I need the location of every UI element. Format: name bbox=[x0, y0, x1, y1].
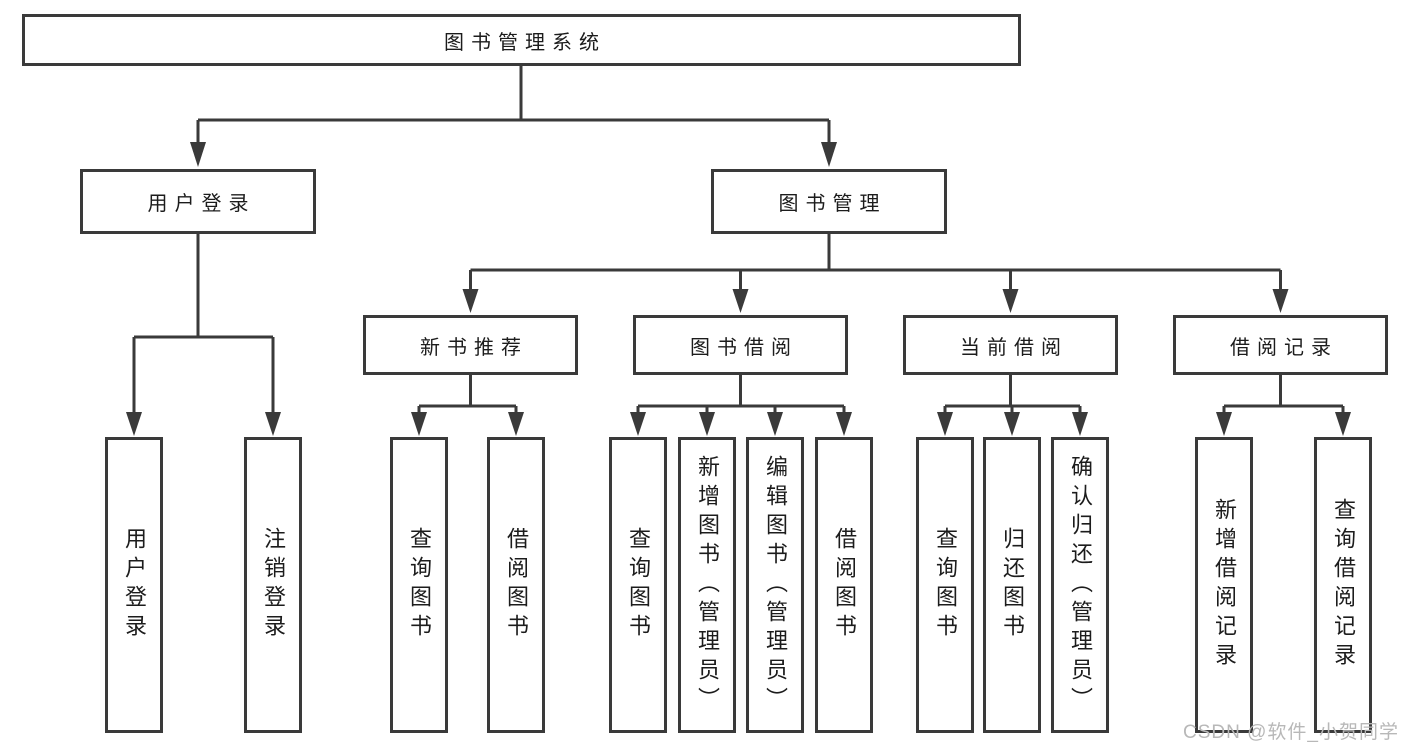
node-book-borrowing: 图书借阅 bbox=[633, 315, 848, 375]
leaf-user-login: 用户登录 bbox=[105, 437, 163, 733]
csdn-watermark: CSDN @软件_小贺同学 bbox=[1183, 722, 1399, 743]
leaf-confirm-return-admin: 确认归还（管理员） bbox=[1051, 437, 1109, 733]
leaf-add-borrow-record: 新增借阅记录 bbox=[1195, 437, 1253, 733]
node-current-borrowing: 当前借阅 bbox=[903, 315, 1118, 375]
leaf-logout: 注销登录 bbox=[244, 437, 302, 733]
node-new-book-recommend: 新书推荐 bbox=[363, 315, 578, 375]
leaf-edit-books-admin: 编辑图书（管理员） bbox=[746, 437, 804, 733]
leaf-query-borrow-record: 查询借阅记录 bbox=[1314, 437, 1372, 733]
leaf-return-books: 归还图书 bbox=[983, 437, 1041, 733]
leaf-query-books: 查询图书 bbox=[390, 437, 448, 733]
node-borrow-records: 借阅记录 bbox=[1173, 315, 1388, 375]
leaf-add-books-admin: 新增图书（管理员） bbox=[678, 437, 736, 733]
node-book-management: 图书管理 bbox=[711, 169, 947, 234]
node-library-system: 图书管理系统 bbox=[22, 14, 1021, 66]
leaf-borrow-books: 借阅图书 bbox=[487, 437, 545, 733]
leaf-borrow-books: 借阅图书 bbox=[815, 437, 873, 733]
leaf-query-books: 查询图书 bbox=[916, 437, 974, 733]
leaf-query-books: 查询图书 bbox=[609, 437, 667, 733]
node-user-login: 用户登录 bbox=[80, 169, 316, 234]
